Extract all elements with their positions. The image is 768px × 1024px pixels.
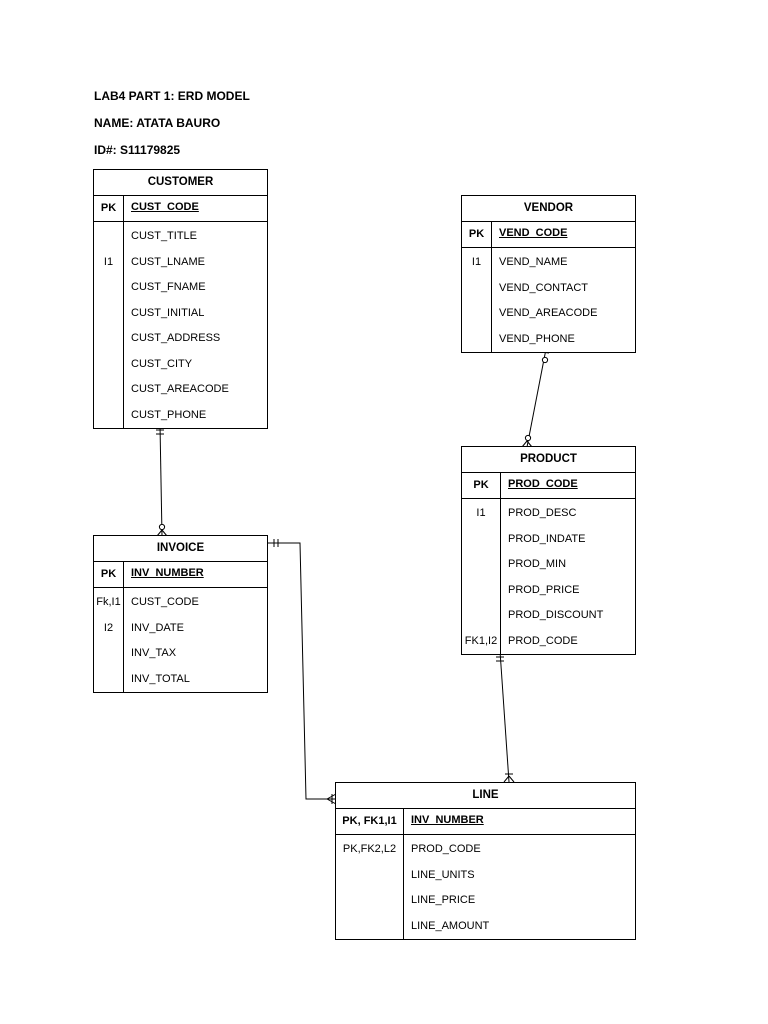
customer-row-field: CUST_INITIAL [131,306,205,319]
product-row-key [462,552,500,578]
vendor-entity: VENDOR PK VEND_CODE I1 VEND_NAME VEND_CON… [461,195,636,353]
product-row-key [462,578,500,604]
invoice-row-key [94,641,123,667]
invoice-row-key [94,667,123,693]
customer-invoice-relationship [156,424,168,537]
student-id: ID#: S11179825 [94,143,181,157]
product-row-key [462,603,500,629]
customer-row-field: CUST_ADDRESS [131,332,221,344]
invoice-row-field: INV_DATE [131,621,184,634]
customer-field-column: CUST_TITLE CUST_LNAME CUST_FNAME CUST_INITI… [124,222,229,428]
vendor-row-field: VEND_CONTACT [499,281,589,294]
invoice-line-relationship [268,539,337,805]
line-pk-field: INV_NUMBER [411,814,484,826]
product-pk-label: PK [462,473,501,498]
invoice-pk-field: INV_NUMBER [131,567,204,579]
product-line-relationship [496,650,515,783]
vendor-row-key: I1 [471,256,482,268]
line-row-field: PROD_CODE [411,843,481,855]
product-row-key: I1 [476,507,486,519]
line-row-key [336,888,403,914]
customer-row-key [94,275,123,301]
product-row-field: PROD_DESC [508,507,577,519]
vendor-pk-label: PK [462,222,492,247]
invoice-row-field: INV_TAX [131,647,177,659]
product-row-field: PROD_INDATE [508,532,586,545]
vendor-field-column: VEND_NAME VEND_CONTACT VEND_AREACODE VEND_P… [492,248,597,352]
invoice-entity-title: INVOICE [94,536,267,562]
customer-row-key [94,403,123,429]
product-row-field: PROD_MIN [508,558,567,570]
product-row-field: PROD_CODE [508,634,578,647]
line-row-field: LINE_AMOUNT [411,919,490,932]
customer-row-field: CUST_FNAME [131,281,206,293]
customer-row-key [94,326,123,352]
student-name: NAME: ATATA BAURO [94,116,221,130]
line-row-key [336,914,403,940]
vendor-row-key [462,276,491,302]
customer-row-key [94,301,123,327]
vendor-entity-title: VENDOR [462,196,635,222]
vendor-row-key [462,301,491,327]
product-row-field: PROD_DISCOUNT [508,609,604,621]
line-field-column: PROD_CODE LINE_UNITS LINE_PRICE LINE_AMOUNT [404,835,489,939]
customer-key-column: I1 [94,222,124,428]
customer-row-key [94,224,123,250]
product-row-field: PROD_PRICE [508,583,580,596]
customer-entity-title: CUSTOMER [94,170,267,196]
line-row-field: LINE_UNITS [411,868,475,881]
product-row-key: FK1,I2 [464,634,498,647]
invoice-row-key: I2 [103,621,114,634]
customer-row-field: CUST_TITLE [131,230,198,242]
invoice-row-field: INV_TOTAL [131,672,190,685]
line-key-column: PK,FK2,L2 [336,835,404,939]
customer-row-field: CUST_CITY [131,357,193,370]
invoice-row-key: Fk,I1 [96,596,121,608]
line-row-field: LINE_PRICE [411,894,476,906]
customer-row-field: CUST_LNAME [131,255,205,268]
product-field-column: PROD_DESC PROD_INDATE PROD_MIN PROD_PRICE PR… [501,499,603,654]
customer-pk-label: PK [94,196,124,221]
customer-pk-field: CUST_CODE [131,201,199,213]
customer-row-field: CUST_PHONE [131,408,207,421]
invoice-pk-label: PK [94,562,124,587]
vendor-row-key [462,327,491,353]
line-pk-label: PK, FK1,I1 [336,809,404,834]
product-row-key [462,527,500,553]
invoice-field-column: CUST_CODE INV_DATE INV_TAX INV_TOTAL [124,588,199,692]
invoice-row-field: CUST_CODE [131,596,199,608]
product-entity-title: PRODUCT [462,447,635,473]
customer-row-field: CUST_AREACODE [131,383,229,395]
line-entity: LINE PK, FK1,I1 INV_NUMBER PK,FK2,L2 PRO… [335,782,636,940]
product-pk-field: PROD_CODE [508,478,578,490]
vendor-row-field: VEND_AREACODE [499,307,598,319]
line-row-key [336,863,403,889]
line-row-key: PK,FK2,L2 [342,843,397,855]
vendor-key-column: I1 [462,248,492,352]
customer-row-key [94,377,123,403]
customer-row-key: I1 [103,255,114,268]
lab-title: LAB4 PART 1: ERD MODEL [94,89,250,103]
vendor-product-relationship [521,348,550,448]
vendor-row-field: VEND_PHONE [499,332,575,345]
vendor-pk-field: VEND_CODE [499,227,568,239]
line-entity-title: LINE [336,783,635,809]
customer-row-key [94,352,123,378]
vendor-row-field: VEND_NAME [499,256,568,268]
